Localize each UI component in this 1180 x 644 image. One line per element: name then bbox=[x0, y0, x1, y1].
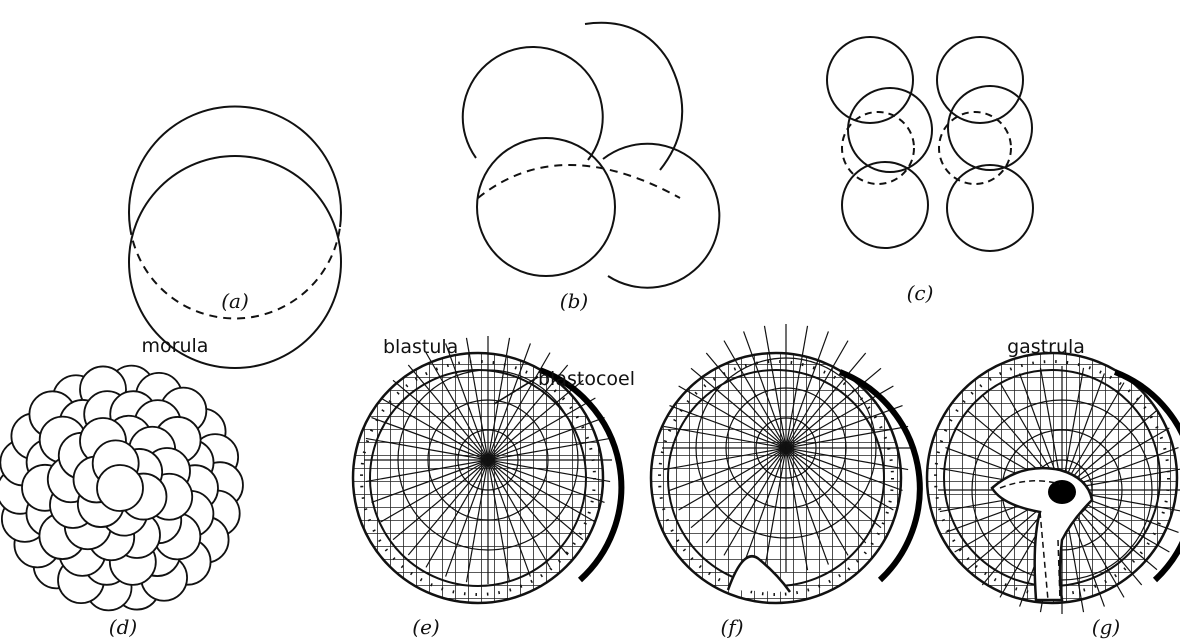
cell-bottom-left bbox=[842, 162, 928, 248]
panel-c-eight-cell bbox=[827, 37, 1033, 251]
panel-a-two-cell bbox=[129, 106, 341, 368]
cell-back-left bbox=[463, 47, 603, 160]
panel-d-morula bbox=[0, 366, 243, 611]
panel-d-caption: (d) bbox=[109, 615, 137, 639]
morula-cell bbox=[97, 465, 143, 511]
cell-bottom-right bbox=[947, 165, 1033, 251]
hidden-edge bbox=[478, 165, 680, 198]
cell-top-front-left bbox=[848, 88, 932, 172]
panel-g-caption: (g) bbox=[1092, 615, 1120, 639]
cell-top-back-right bbox=[937, 37, 1023, 123]
panel-e-caption: (e) bbox=[412, 615, 439, 639]
panel-f-caption: (f) bbox=[720, 615, 743, 639]
panel-c-caption: (c) bbox=[907, 281, 934, 305]
cell-front-left bbox=[477, 138, 615, 276]
cell-front-right bbox=[603, 144, 719, 288]
archenteron-tip bbox=[1048, 480, 1076, 504]
cell-upper bbox=[129, 106, 341, 318]
panel-b-caption: (b) bbox=[560, 289, 588, 313]
cell-top-front-right bbox=[948, 86, 1032, 170]
cell-top-back-left bbox=[827, 37, 913, 123]
morula-label: morula bbox=[142, 335, 209, 357]
panel-g-gastrula bbox=[925, 350, 1180, 614]
panel-a-caption: (a) bbox=[221, 289, 249, 313]
panel-b-four-cell bbox=[463, 23, 720, 288]
blastocoel-label: blastocoel bbox=[538, 368, 635, 390]
panel-f-invagination bbox=[648, 324, 920, 610]
